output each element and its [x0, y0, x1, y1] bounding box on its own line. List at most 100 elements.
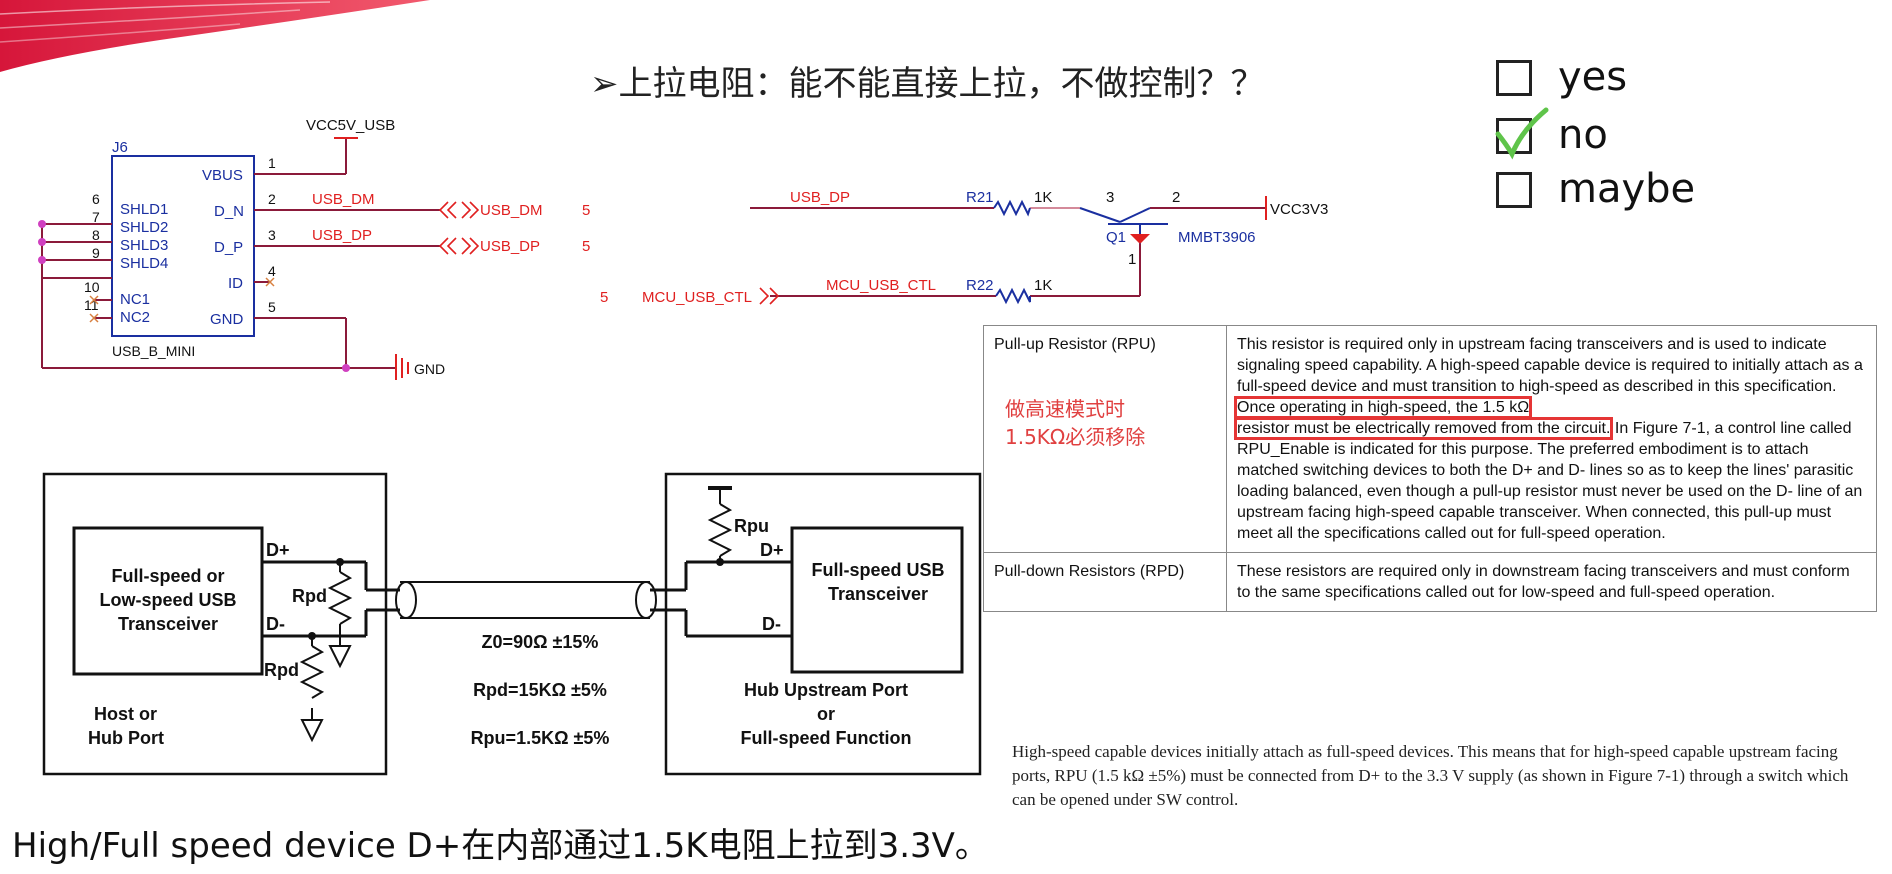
poll-option-label: no	[1558, 112, 1608, 158]
supply-net-label: VCC3V3	[1270, 201, 1328, 218]
r22-value: 1K	[1034, 277, 1052, 294]
host-transceiver-line: Low-speed USB	[99, 590, 236, 610]
device-dplus-label: D+	[760, 540, 784, 560]
host-transceiver-line: Full-speed or	[111, 566, 224, 586]
rpu-label: Rpu	[734, 516, 769, 536]
highlight-box: Once operating in high-speed, the 1.5 kΩ	[1233, 396, 1533, 419]
spec-paragraph: High-speed capable devices initially att…	[1012, 742, 1849, 809]
cn-annotation-line: 做高速模式时	[1005, 397, 1125, 421]
pin-num: 4	[268, 263, 276, 279]
pin-name-shld1: SHLD1	[120, 201, 168, 218]
cn-annotation: 做高速模式时 1.5KΩ必须移除	[1005, 395, 1145, 451]
host-port-frame	[42, 472, 388, 776]
pin-num: 3	[268, 227, 276, 243]
pin-num: 9	[92, 245, 100, 261]
pin-num: 7	[92, 209, 100, 225]
table-row: Pull-up Resistor (RPU) This resistor is …	[983, 325, 1877, 553]
device-transceiver-block	[790, 526, 964, 674]
pin-name-shld3: SHLD3	[120, 237, 168, 254]
slide-title: ➢上拉电阻：能不能直接上拉，不做控制？？	[590, 64, 1265, 104]
r21-ref: R21	[966, 189, 994, 206]
pin-name-dp: D_P	[214, 239, 243, 256]
spec-name-cell: Pull-up Resistor (RPU)	[983, 325, 1227, 553]
checkbox[interactable]	[1496, 172, 1532, 208]
pin-name-vbus: VBUS	[202, 167, 243, 184]
pin-name-nc2: NC2	[120, 309, 150, 326]
corner-swoosh-decoration	[0, 0, 430, 72]
spec-text: These resistors are required only in dow…	[1237, 563, 1850, 601]
pullup-switch-schematic: R21 R22 Q1 MMBT3906 1K 1K 3 2 1 VCC3V3 U…	[600, 189, 1328, 306]
spec-name: Pull-up Resistor (RPU)	[994, 336, 1156, 353]
device-transceiver-line: Transceiver	[828, 584, 928, 604]
pin-name-gnd: GND	[210, 311, 244, 328]
net-label-mcu-usb-ctl: MCU_USB_CTL	[826, 277, 936, 294]
port-mcu-usb-ctl: MCU_USB_CTL	[642, 289, 752, 306]
net-label-usb-dp: USB_DP	[312, 227, 372, 244]
spec-desc-cell: This resistor is required only in upstre…	[1226, 325, 1877, 553]
cn-annotation-line: 1.5KΩ必须移除	[1005, 425, 1146, 449]
poll-option-label: yes	[1558, 54, 1628, 100]
device-port-line: Full-speed Function	[741, 728, 912, 748]
spec-name: Pull-down Resistors (RPD)	[994, 563, 1185, 580]
pin-num: 2	[268, 191, 276, 207]
pin-num: 5	[268, 299, 276, 315]
usb-connector-schematic: J6 VCC5V_USB VBUS D_N D_P ID GND SHLD1 S…	[38, 117, 590, 380]
q1-part: MMBT3906	[1178, 229, 1256, 246]
pin-name-shld4: SHLD4	[120, 255, 168, 272]
host-port-line: Hub Port	[88, 728, 164, 748]
z0-spec: Z0=90Ω ±15%	[482, 632, 599, 652]
table-row: Pull-down Resistors (RPD) These resistor…	[983, 552, 1877, 612]
pin-num: 8	[92, 227, 100, 243]
pin-name-nc1: NC1	[120, 291, 150, 308]
device-transceiver-text: Full-speed USB Transceiver	[811, 560, 944, 604]
host-port-label: Host or Hub Port	[88, 704, 164, 748]
footer-text: High/Full speed device D+在内部通过1.5K电阻上拉到3…	[12, 826, 989, 866]
spec-name-cell: Pull-down Resistors (RPD)	[983, 552, 1227, 612]
q1-pin-b: 1	[1128, 251, 1136, 268]
ground-net-label: GND	[414, 361, 445, 377]
checkmark-icon	[1495, 107, 1549, 160]
spec-text: In Figure 7-1, a control line called RPU…	[1237, 420, 1863, 542]
pin-num: 10	[84, 279, 100, 295]
pin-name-dn: D_N	[214, 203, 244, 220]
host-transceiver-line: Transceiver	[118, 614, 218, 634]
power-net-label: VCC5V_USB	[306, 117, 395, 134]
spec-desc-cell: These resistors are required only in dow…	[1226, 552, 1877, 612]
poll-option-label: maybe	[1558, 166, 1696, 212]
rpd-label: Rpd	[292, 586, 327, 606]
q1-ref: Q1	[1106, 229, 1126, 246]
rpd-spec: Rpd=15KΩ ±5%	[473, 680, 607, 700]
net-label-usb-dm: USB_DM	[312, 191, 375, 208]
q1-pin-c: 3	[1106, 189, 1114, 206]
sheet-ref: 5	[582, 238, 590, 255]
spec-text: This resistor is required only in upstre…	[1237, 336, 1863, 395]
port-usb-dm: USB_DM	[480, 202, 543, 219]
pin-name-id: ID	[228, 275, 243, 292]
resistor-spec-table: Pull-up Resistor (RPU) This resistor is …	[983, 325, 1877, 612]
port-usb-dp: USB_DP	[480, 238, 540, 255]
sheet-ref: 5	[582, 202, 590, 219]
rpu-spec: Rpu=1.5KΩ ±5%	[471, 728, 610, 748]
sheet-ref: 5	[600, 289, 608, 306]
pin-num: 1	[268, 155, 276, 171]
checkbox[interactable]	[1496, 60, 1532, 96]
r22-ref: R22	[966, 277, 994, 294]
device-dminus-label: D-	[762, 614, 781, 634]
device-transceiver-line: Full-speed USB	[811, 560, 944, 580]
connector-part: USB_B_MINI	[112, 343, 195, 359]
host-transceiver-text: Full-speed or Low-speed USB Transceiver	[99, 566, 236, 634]
host-dminus-label: D-	[266, 614, 285, 634]
pin-name-shld2: SHLD2	[120, 219, 168, 236]
host-port-line: Host or	[94, 704, 157, 724]
rpd-label: Rpd	[264, 660, 299, 680]
device-port-line: or	[817, 704, 835, 724]
net-label-usb-dp: USB_DP	[790, 189, 850, 206]
highlight-box: resistor must be electrically removed fr…	[1233, 417, 1614, 440]
device-port-line: Hub Upstream Port	[744, 680, 908, 700]
pin-num: 6	[92, 191, 100, 207]
host-transceiver-block	[72, 526, 264, 676]
r21-value: 1K	[1034, 189, 1052, 206]
host-dplus-label: D+	[266, 540, 290, 560]
